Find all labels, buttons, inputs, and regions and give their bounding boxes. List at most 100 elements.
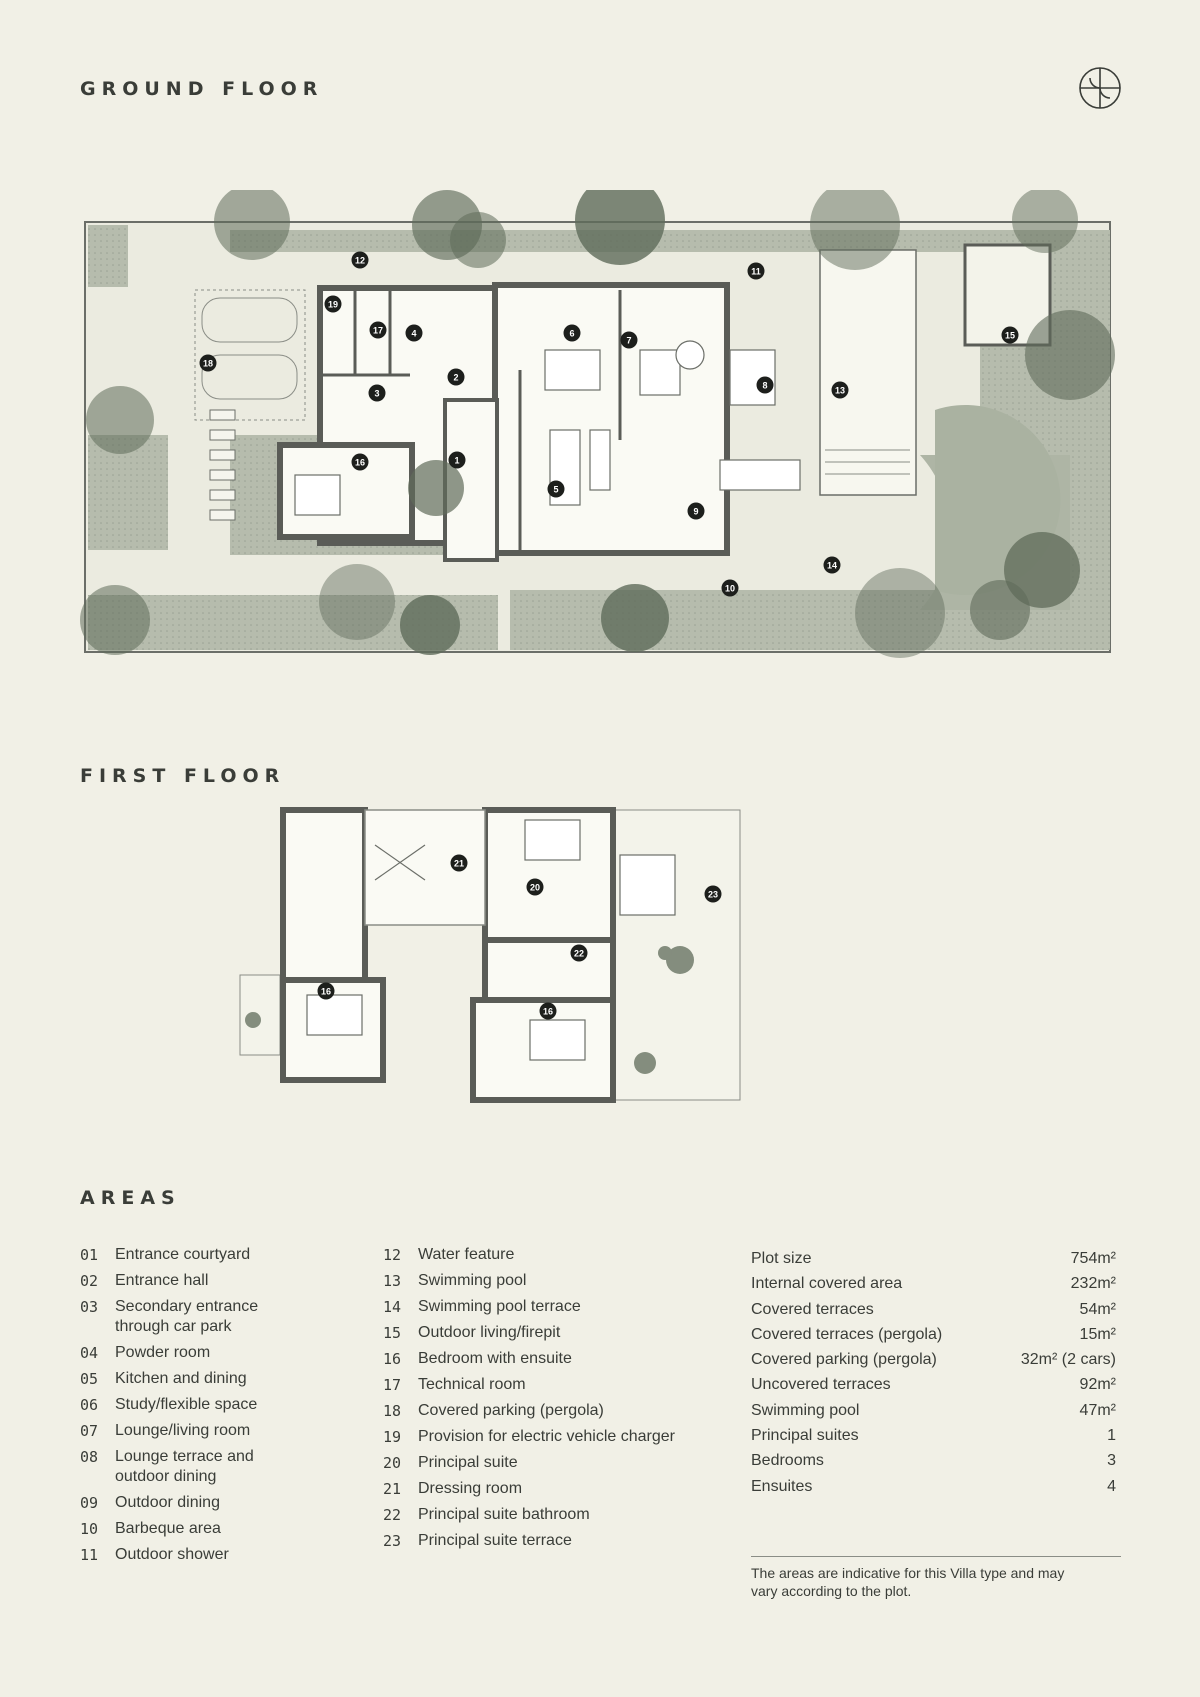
legend-number: 13 xyxy=(383,1272,402,1290)
legend-number: 18 xyxy=(383,1402,402,1420)
stat-value: 1 xyxy=(1107,1427,1116,1445)
legend-item: 08 Lounge terrace and outdoor dining xyxy=(80,1447,265,1487)
stat-value: 47m² xyxy=(1079,1401,1116,1419)
room-marker-label: 21 xyxy=(454,859,464,869)
legend-item: 18 Covered parking (pergola) xyxy=(383,1401,698,1421)
stat-row: Principal suites 1 xyxy=(751,1426,1116,1451)
stat-row: Plot size 754m² xyxy=(751,1249,1116,1274)
room-marker-label: 16 xyxy=(543,1007,553,1017)
legend-number: 14 xyxy=(383,1298,402,1316)
legend-label: Swimming pool xyxy=(418,1272,527,1289)
stat-label: Ensuites xyxy=(751,1477,813,1495)
legend-number: 07 xyxy=(80,1422,99,1440)
legend-number: 06 xyxy=(80,1396,99,1414)
stat-row: Covered parking (pergola) 32m² (2 cars) xyxy=(751,1350,1116,1375)
legend-label: Lounge terrace and outdoor dining xyxy=(115,1448,254,1485)
legend-number: 01 xyxy=(80,1246,99,1264)
room-marker-label: 5 xyxy=(553,485,558,495)
room-marker-label: 15 xyxy=(1005,331,1015,341)
room-marker-18: 18 xyxy=(199,354,217,372)
stat-label: Plot size xyxy=(751,1250,812,1267)
legend-item: 16 Bedroom with ensuite xyxy=(383,1349,698,1369)
room-marker-label: 20 xyxy=(530,883,540,893)
room-marker-13: 13 xyxy=(831,381,849,399)
legend-item: 05 Kitchen and dining xyxy=(80,1369,265,1389)
legend-number: 21 xyxy=(383,1480,402,1498)
room-marker-6: 6 xyxy=(563,324,581,342)
legend-number: 19 xyxy=(383,1428,402,1446)
legend-label: Entrance hall xyxy=(115,1272,209,1289)
legend-label: Water feature xyxy=(418,1246,515,1263)
room-marker-3: 3 xyxy=(368,384,386,402)
room-marker-20: 20 xyxy=(526,878,544,896)
stat-label: Uncovered terraces xyxy=(751,1376,891,1394)
legend-number: 09 xyxy=(80,1494,99,1512)
stat-value: 754m² xyxy=(1070,1250,1116,1267)
stat-label: Bedrooms xyxy=(751,1452,824,1470)
room-marker-5: 5 xyxy=(547,480,565,498)
legend-number: 10 xyxy=(80,1520,99,1538)
legend-number: 20 xyxy=(383,1454,402,1472)
legend-number: 16 xyxy=(383,1350,402,1368)
legend-label: Kitchen and dining xyxy=(115,1370,247,1387)
legend-number: 05 xyxy=(80,1370,99,1388)
legend-label: Secondary entrance through car park xyxy=(115,1298,259,1335)
room-marker-12: 12 xyxy=(351,251,369,269)
legend-item: 10 Barbeque area xyxy=(80,1519,265,1539)
legend-label: Principal suite terrace xyxy=(418,1532,572,1549)
room-marker-label: 18 xyxy=(203,359,213,369)
legend-number: 08 xyxy=(80,1448,99,1466)
room-marker-22: 22 xyxy=(570,944,588,962)
first-floor-heading: FIRST FLOOR xyxy=(80,765,286,787)
stat-value: 4 xyxy=(1107,1477,1116,1495)
legend-label: Covered parking (pergola) xyxy=(418,1402,604,1419)
stat-row: Ensuites 4 xyxy=(751,1477,1116,1502)
room-marker-label: 4 xyxy=(411,329,416,339)
ground-walls xyxy=(277,282,730,556)
room-marker-16: 16 xyxy=(317,982,335,1000)
disclaimer-text: The areas are indicative for this Villa … xyxy=(751,1565,1065,1599)
legend-label: Provision for electric vehicle charger xyxy=(418,1428,675,1445)
legend-number: 15 xyxy=(383,1324,402,1342)
stat-label: Principal suites xyxy=(751,1427,859,1445)
room-marker-10: 10 xyxy=(721,579,739,597)
room-marker-1: 1 xyxy=(448,451,466,469)
stat-label: Covered parking (pergola) xyxy=(751,1351,937,1369)
legend-label: Powder room xyxy=(115,1344,211,1361)
trees xyxy=(80,190,1115,658)
legend-label: Study/flexible space xyxy=(115,1396,258,1413)
legend-item: 13 Swimming pool xyxy=(383,1271,698,1291)
legend-label: Bedroom with ensuite xyxy=(418,1350,572,1367)
legend-number: 22 xyxy=(383,1506,402,1524)
legend-item: 19 Provision for electric vehicle charger xyxy=(383,1427,698,1447)
room-marker-17: 17 xyxy=(369,321,387,339)
room-marker-label: 13 xyxy=(835,386,845,396)
legend-label: Outdoor dining xyxy=(115,1494,220,1511)
room-marker-2: 2 xyxy=(447,368,465,386)
room-marker-14: 14 xyxy=(823,556,841,574)
stat-label: Internal covered area xyxy=(751,1275,903,1293)
legend-label: Barbeque area xyxy=(115,1520,221,1537)
legend-number: 17 xyxy=(383,1376,402,1394)
first-floor-plan: 16 16 20 21 22 23 xyxy=(239,807,741,1103)
room-marker-23: 23 xyxy=(704,885,722,903)
legend-number: 23 xyxy=(383,1532,402,1550)
stat-value: 32m² (2 cars) xyxy=(1020,1351,1116,1369)
